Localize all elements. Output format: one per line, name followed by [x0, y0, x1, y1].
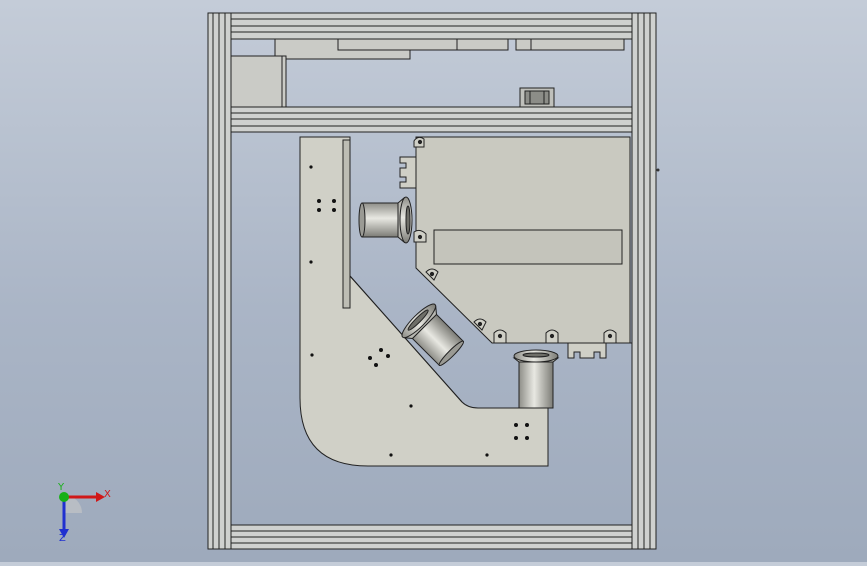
- top-bar-2[interactable]: [456, 38, 509, 51]
- horizontal-cylinder[interactable]: [358, 196, 413, 244]
- l-bracket-plate[interactable]: [299, 136, 549, 467]
- profile-clamp-lower[interactable]: [567, 342, 607, 359]
- coordinate-triad: X Y Z: [57, 483, 111, 543]
- top-bar-3[interactable]: [515, 38, 625, 51]
- housing-window: [433, 229, 623, 265]
- x-axis-label: X: [104, 489, 111, 500]
- angled-cylinder[interactable]: [398, 300, 469, 371]
- frame-fastener: [656, 168, 660, 172]
- housing-box[interactable]: [413, 136, 632, 344]
- aluminum-frame: [207, 12, 657, 550]
- vertical-cylinder[interactable]: [512, 349, 560, 409]
- plate-holes: [309, 165, 529, 457]
- profile-clamp-upper[interactable]: [399, 156, 417, 189]
- z-axis-label: Z: [59, 533, 66, 543]
- top-components: [230, 38, 625, 108]
- vertical-slot: [342, 139, 351, 309]
- side-block[interactable]: [230, 55, 287, 108]
- y-axis-dot: [59, 492, 69, 502]
- y-axis-label: Y: [57, 483, 65, 493]
